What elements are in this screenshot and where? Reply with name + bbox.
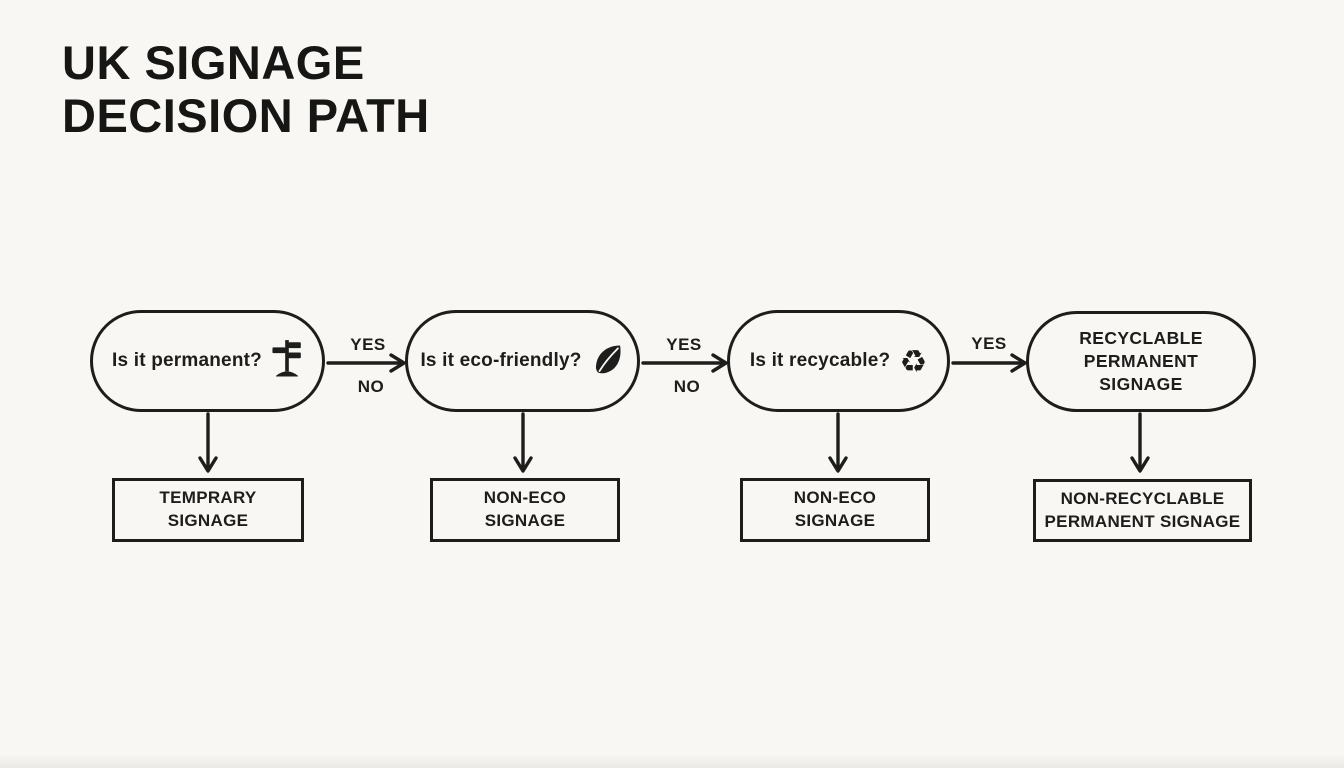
question-node-recyclable: Is it recycable? ♻ (727, 310, 950, 412)
outcome-box-non-eco-signage-1: NON-ECO SIGNAGE (430, 478, 620, 542)
recycle-icon: ♻ (899, 343, 928, 379)
outcome-label: NON-ECO SIGNAGE (483, 488, 567, 530)
edge2-no-label: NO (673, 377, 701, 396)
question-label: Is it recycable? (749, 350, 891, 371)
arrow-q3-to-outcome3 (828, 412, 848, 473)
signpost-icon (271, 339, 303, 384)
outcome-label: TEMPRARY SIGNAGE (159, 488, 257, 530)
outcome-box-non-eco-signage-2: NON-ECO SIGNAGE (740, 478, 930, 542)
arrow-q2-to-q3 (641, 353, 728, 373)
edge1-yes-label: YES (350, 335, 386, 354)
outcome-label: NON-RECYCLABLE PERMANENT SIGNAGE (1044, 488, 1241, 531)
result-node-recyclable-permanent: RECYCLABLE PERMANENT SIGNAGE (1026, 311, 1256, 412)
arrow-result-to-outcome4 (1130, 412, 1150, 473)
question-label: Is it permanent? (112, 350, 262, 371)
result-label: RECYCLABLE PERMANENT SIGNAGE (1079, 327, 1203, 395)
edge3-yes-label: YES (971, 334, 1007, 353)
outcome-box-temporary-signage: TEMPRARY SIGNAGE (112, 478, 304, 542)
arrow-q2-to-outcome2 (513, 412, 533, 473)
leaf-icon (591, 342, 625, 381)
arrow-q1-to-outcome1 (198, 412, 218, 473)
question-label: Is it eco-friendly? (420, 350, 582, 371)
page-title: UK SIGNAGE DECISION PATH (62, 36, 430, 143)
outcome-box-non-recyclable-permanent: NON-RECYCLABLE PERMANENT SIGNAGE (1033, 479, 1252, 542)
arrow-q1-to-q2 (326, 353, 406, 373)
outcome-label: NON-ECO SIGNAGE (793, 488, 877, 530)
edge1-no-label: NO (357, 377, 385, 396)
edge2-yes-label: YES (666, 335, 702, 354)
question-node-permanent: Is it permanent? (90, 310, 325, 412)
question-node-eco-friendly: Is it eco-friendly? (405, 310, 640, 412)
arrow-q3-to-result (951, 353, 1027, 373)
bottom-shading (0, 754, 1344, 768)
